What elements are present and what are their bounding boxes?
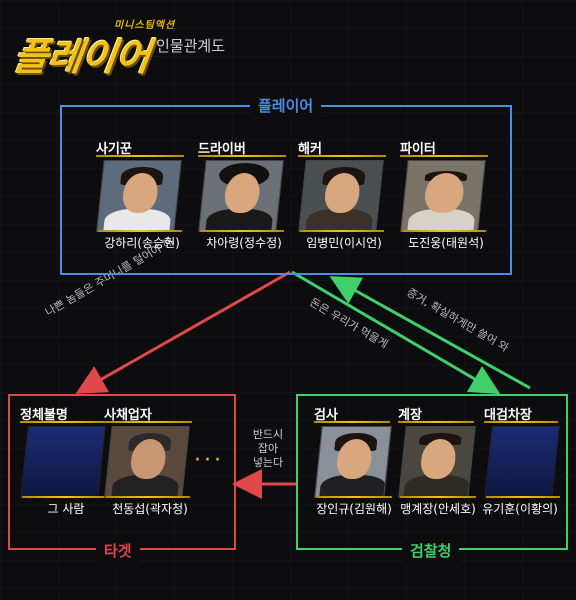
logo: 미니스팀액션 플레이어 [10,10,240,79]
member-name: 도진웅(태원석) [408,236,484,250]
member-role: 사기꾼 [96,142,132,157]
member-role: 파이터 [400,142,436,157]
member-role: 해커 [298,142,322,157]
role-underline [484,421,558,423]
role-underline [298,155,386,157]
member-photo [400,160,486,232]
arrow-player-to-target [75,270,291,394]
member-photo [314,426,392,498]
member-name: 천동섭(곽자청) [112,502,188,516]
photo-underline [402,230,486,232]
member-name: 임병민(이시언) [306,236,382,250]
member-role: 정체불명 [20,408,68,423]
role-underline [20,421,108,423]
photo-underline [300,230,384,232]
role-underline [104,421,192,423]
arrow-prosecution-to-player [329,276,531,390]
member-photo [298,160,384,232]
arrow-player-to-prosecution [291,270,501,395]
relation-line-1: 반드시 [252,428,284,441]
photo-underline [22,496,106,498]
member-photo [398,426,476,498]
member-role: 사채업자 [104,408,152,423]
role-underline [400,155,488,157]
member-name: 강하리(송승헌) [104,236,180,250]
member-photo [104,426,190,498]
photo-underline [400,496,476,498]
member-name: 그 사람 [47,502,85,516]
photo-underline [200,230,284,232]
diagram-caption: 인물관계도 [156,37,226,55]
relation-label-prosecution-target: 반드시 잡아 넣는다 [248,428,288,470]
group-player-title: 플레이어 [250,95,322,116]
member-role: 검사 [314,408,338,423]
more-members-ellipsis: ··· [194,448,224,473]
group-target-title: 타겟 [96,540,140,561]
group-prosecution-title: 검찰청 [402,540,460,561]
photo-underline [98,230,182,232]
photo-underline [316,496,392,498]
role-underline [96,155,184,157]
member-name: 맹계장(안세호) [400,502,476,516]
logo-subtitle: 미니스팀액션 [114,20,176,31]
member-name: 차아령(정수정) [206,236,282,250]
photo-underline [486,496,560,498]
relation-line-3: 넣는다 [252,456,284,469]
member-role: 계장 [398,408,422,423]
member-photo [198,160,284,232]
role-underline [314,421,390,423]
role-underline [398,421,474,423]
member-role: 드라이버 [198,142,246,157]
relation-line-2: 잡아 [257,442,279,455]
unknown-person-placeholder [484,426,560,498]
member-name: 장인규(김원해) [316,502,392,516]
member-name: 유기훈(이황의) [482,502,558,516]
unknown-person-placeholder [20,426,106,498]
photo-underline [106,496,190,498]
member-photo [96,160,182,232]
role-underline [198,155,286,157]
member-role: 대검차장 [484,408,532,423]
